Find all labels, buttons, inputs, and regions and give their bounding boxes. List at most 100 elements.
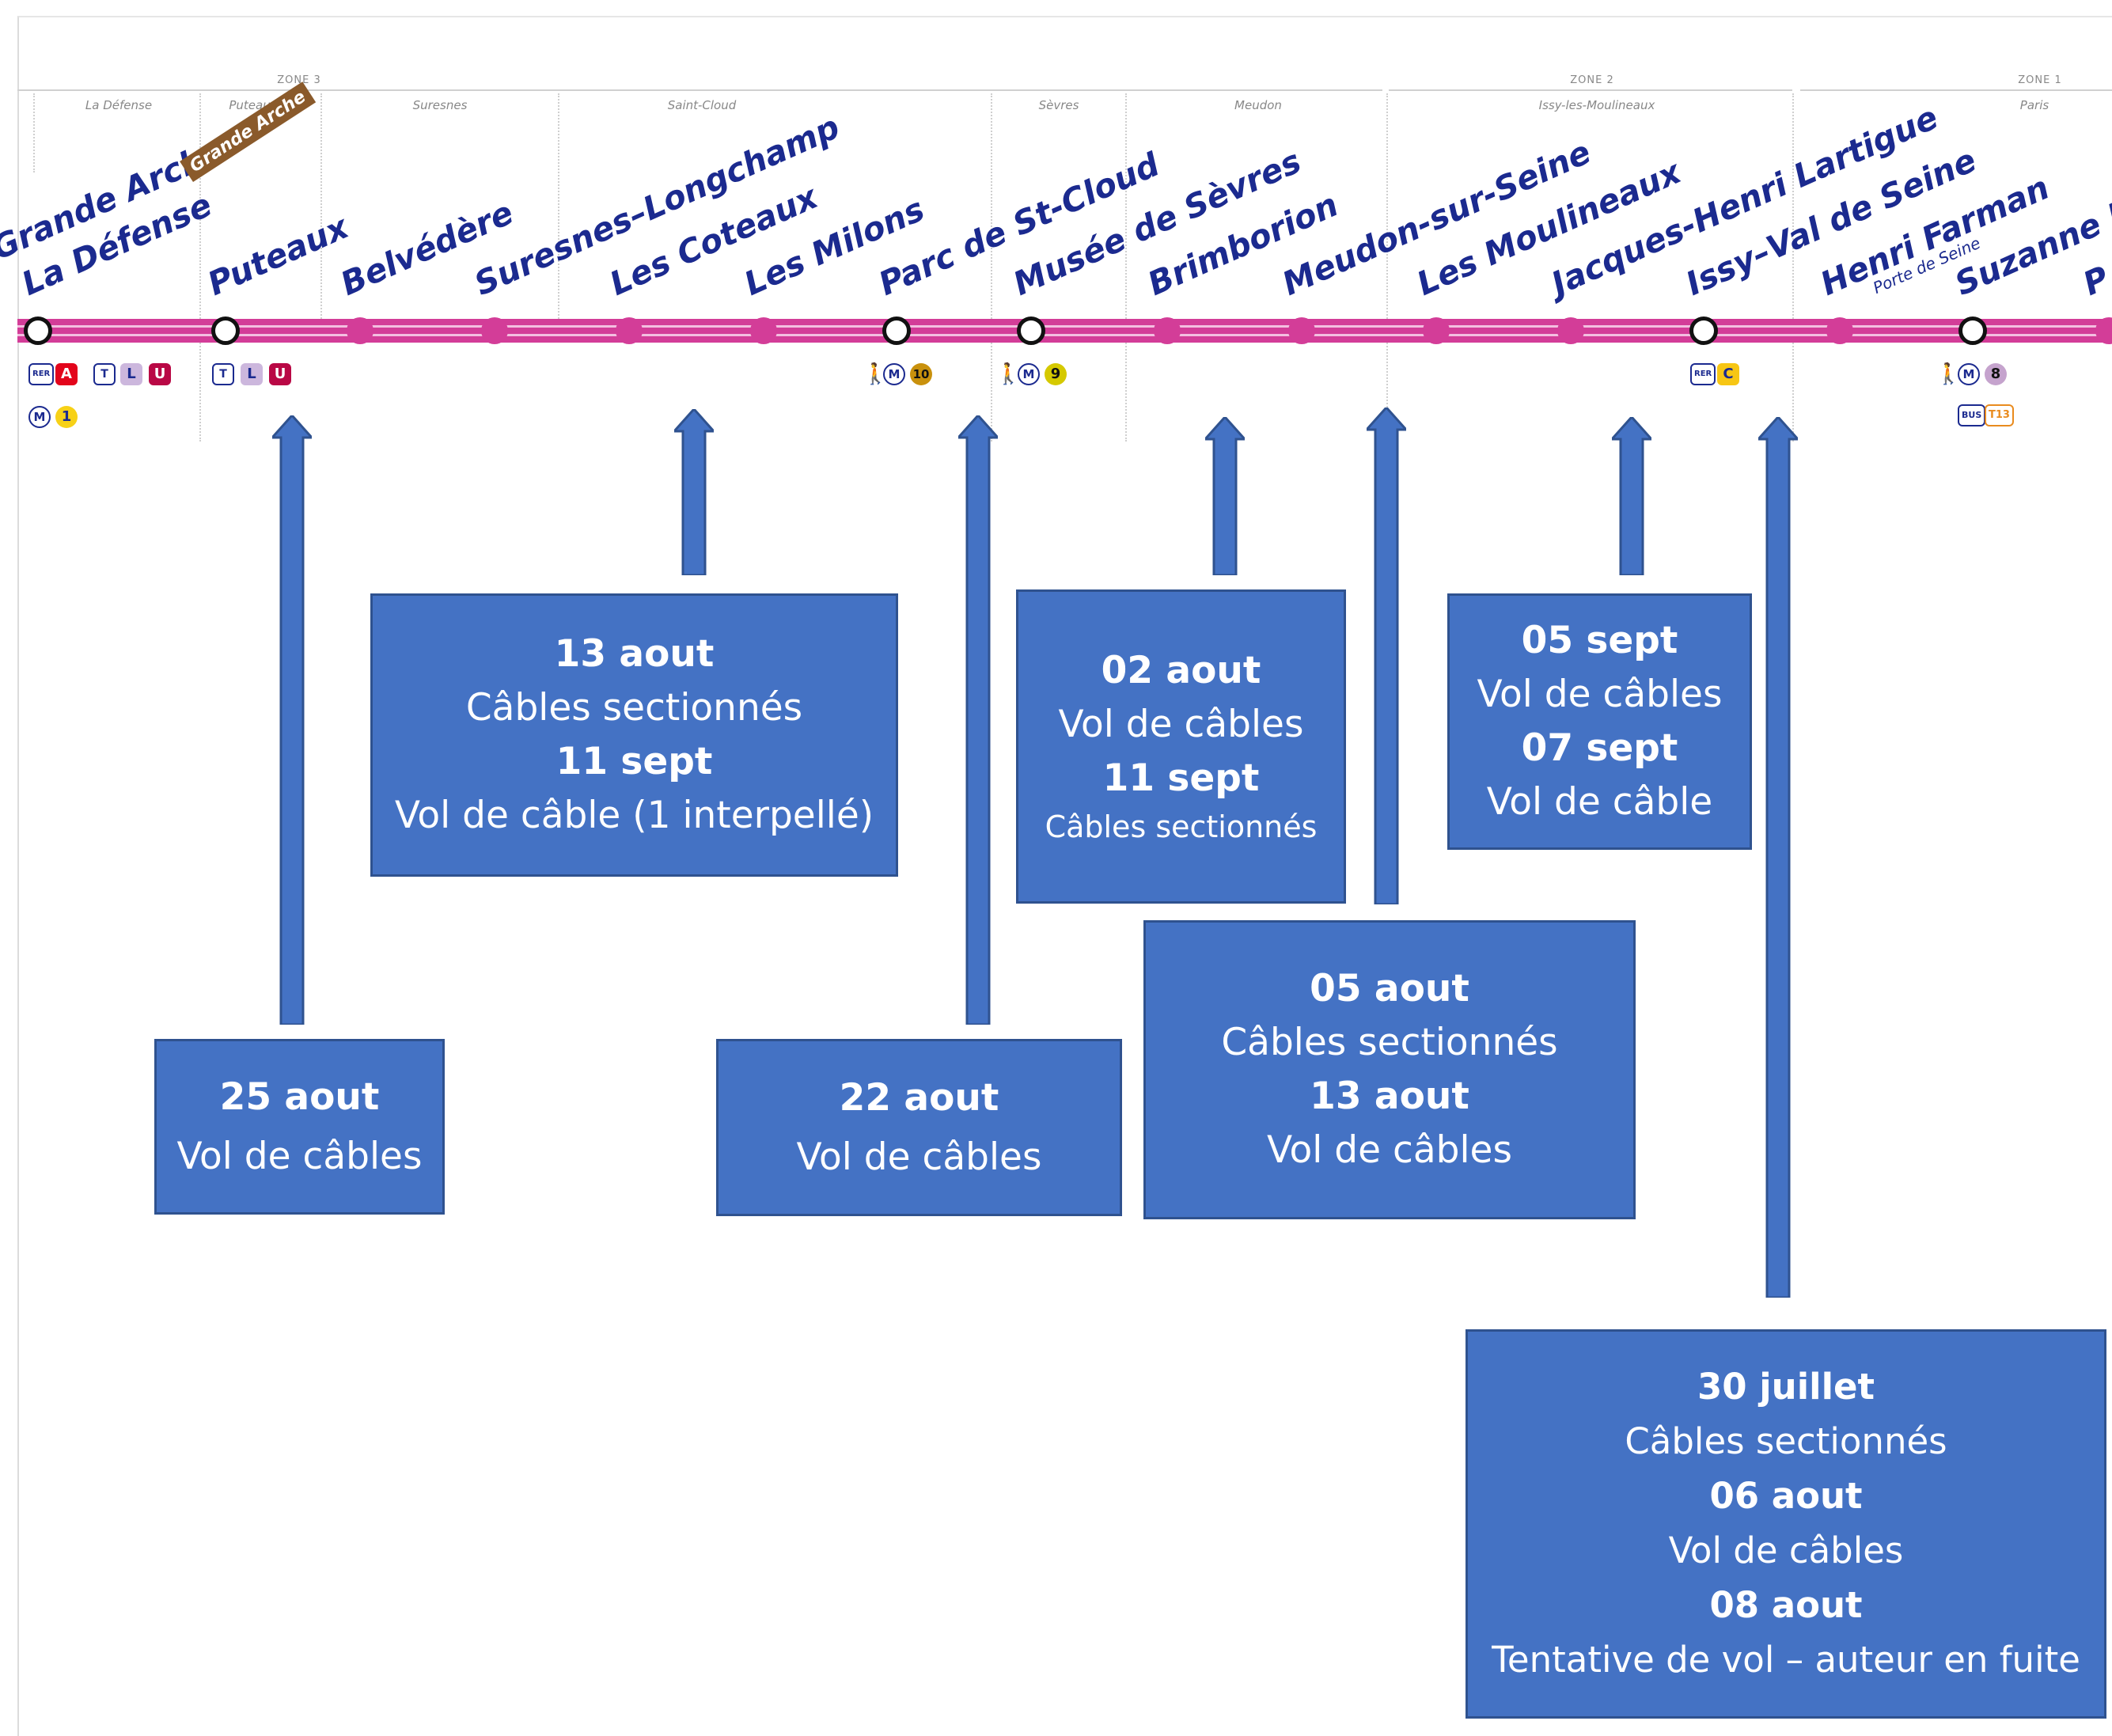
zone-1-label: ZONE 1 xyxy=(2018,74,2062,86)
station-dot-belvedere xyxy=(347,317,373,344)
arrow-to-les-coteaux xyxy=(674,409,714,575)
incident-text: Vol de câbles xyxy=(796,1135,1042,1179)
incident-text: Câbles sectionnés xyxy=(1045,809,1318,845)
town-divider xyxy=(991,93,992,442)
town-label: Suresnes xyxy=(412,98,468,112)
town-label: Paris xyxy=(2019,98,2049,112)
town-divider xyxy=(1125,93,1127,442)
incident-date: 13 aout xyxy=(1310,1075,1469,1118)
metro-1-badge: 1 xyxy=(55,406,78,428)
station-hub-st-cloud xyxy=(882,316,911,345)
incident-box-les-coteaux: 13 aout Câbles sectionnés 11 sept Vol de… xyxy=(370,593,898,877)
town-divider xyxy=(558,93,559,331)
station-dot-brimborion xyxy=(1154,317,1181,344)
incident-text: Vol de câbles xyxy=(1477,672,1723,716)
town-label: Meudon xyxy=(1234,98,1282,112)
incident-text: Câbles sectionnés xyxy=(1625,1420,1947,1463)
station-dot-milons xyxy=(750,317,777,344)
rer-c-badge: C xyxy=(1717,363,1739,385)
incident-text: Vol de câbles xyxy=(1267,1128,1512,1173)
station-dot-moulineaux xyxy=(1423,317,1450,344)
metro-10-badge: 10 xyxy=(910,363,932,385)
zone-3-label: ZONE 3 xyxy=(277,74,321,86)
metro-icon: M xyxy=(28,406,51,428)
train-icon: T xyxy=(212,363,234,385)
rer-a-badge: A xyxy=(55,363,78,385)
rer-badge: RER xyxy=(1690,363,1716,385)
line-l-badge: L xyxy=(241,363,263,385)
arrow-to-puteaux xyxy=(272,415,312,1025)
arrow-to-issy-val-de-seine xyxy=(1758,417,1798,1298)
zone-2-rule xyxy=(1389,89,1792,91)
incident-date: 11 sept xyxy=(555,740,713,783)
station-hub-issy xyxy=(1689,316,1718,345)
station-hub-suzanne xyxy=(1958,316,1987,345)
incident-text: Câbles sectionnés xyxy=(465,685,803,730)
incident-date: 06 aout xyxy=(1709,1475,1863,1518)
arrow-to-meudon-sur-seine xyxy=(1367,407,1406,904)
town-divider xyxy=(33,93,35,172)
station-dot-lartigue xyxy=(1557,317,1584,344)
arrow-to-jacques-henri-lartigue xyxy=(1612,417,1651,575)
station-hub-puteaux xyxy=(211,316,240,345)
incident-date: 30 juillet xyxy=(1697,1366,1875,1408)
town-label: Sèvres xyxy=(1038,98,1079,112)
tram-line-track xyxy=(17,319,2112,343)
incident-date: 13 aout xyxy=(554,631,715,676)
incident-box-puteaux: 25 aout Vol de câbles xyxy=(154,1039,445,1215)
town-divider xyxy=(199,93,201,442)
incident-date: 08 aout xyxy=(1709,1583,1863,1626)
incident-text: Tentative de vol – auteur en fuite xyxy=(1492,1638,2080,1681)
incident-text: Vol de câble (1 interpellé) xyxy=(394,794,874,838)
incident-text: Vol de câble xyxy=(1486,780,1713,824)
metro-icon: M xyxy=(1958,363,1980,385)
incident-date: 11 sept xyxy=(1102,756,1260,801)
zone-2-label: ZONE 2 xyxy=(1570,74,1614,86)
metro-9-badge: 9 xyxy=(1045,363,1067,385)
incident-date: 25 aout xyxy=(219,1075,380,1119)
arrow-to-brimborion xyxy=(1205,417,1245,575)
station-dot-farman xyxy=(1826,317,1853,344)
incident-text: Vol de câbles xyxy=(176,1135,423,1178)
town-label: La Défense xyxy=(85,98,153,112)
incident-box-jacques-henri-lartigue: 05 sept Vol de câbles 07 sept Vol de câb… xyxy=(1447,593,1752,850)
station-dot-meudon xyxy=(1288,317,1315,344)
arrow-to-parc-de-st-cloud xyxy=(958,415,998,1025)
metro-icon: M xyxy=(883,363,905,385)
station-hub-la-defense xyxy=(24,316,52,345)
metro-8-badge: 8 xyxy=(1985,363,2007,385)
line-l-badge: L xyxy=(120,363,142,385)
station-dot-edge xyxy=(2095,317,2112,344)
bus-badge: BUS xyxy=(1958,404,1986,426)
metro-icon: M xyxy=(1018,363,1040,385)
town-divider xyxy=(1792,93,1794,442)
line-u-badge: U xyxy=(149,363,171,385)
station-hub-sevres xyxy=(1017,316,1045,345)
incident-date: 22 aout xyxy=(839,1075,999,1120)
incident-box-brimborion: 02 aout Vol de câbles 11 sept Câbles sec… xyxy=(1016,589,1346,904)
incident-date: 05 sept xyxy=(1521,618,1678,662)
town-label: Saint-Cloud xyxy=(667,98,737,112)
walk-icon: 🚶 xyxy=(995,362,1022,386)
town-divider xyxy=(320,93,322,331)
incident-date: 02 aout xyxy=(1101,648,1261,692)
incident-date: 07 sept xyxy=(1521,726,1678,770)
train-icon: T xyxy=(93,363,116,385)
walk-icon: 🚶 xyxy=(1936,362,1962,386)
incident-date: 05 aout xyxy=(1310,966,1469,1010)
incident-text: Câbles sectionnés xyxy=(1221,1020,1558,1064)
zone-3-rule xyxy=(17,89,1382,91)
town-label: Issy-les-Moulineaux xyxy=(1538,98,1655,112)
tram-t13-badge: T13 xyxy=(1985,404,2014,426)
town-divider xyxy=(1386,93,1388,442)
station-dot-suresnes xyxy=(481,317,508,344)
rer-badge: RER xyxy=(28,363,55,385)
incident-text: Vol de câbles xyxy=(1668,1529,1904,1571)
line-u-badge: U xyxy=(269,363,291,385)
incident-box-parc-de-st-cloud: 22 aout Vol de câbles xyxy=(716,1039,1122,1216)
station-dot-coteaux xyxy=(616,317,643,344)
zone-1-rule xyxy=(1800,89,2112,91)
incident-box-issy-val-de-seine: 30 juillet Câbles sectionnés 06 aout Vol… xyxy=(1466,1329,2106,1719)
incident-text: Vol de câbles xyxy=(1058,702,1304,746)
